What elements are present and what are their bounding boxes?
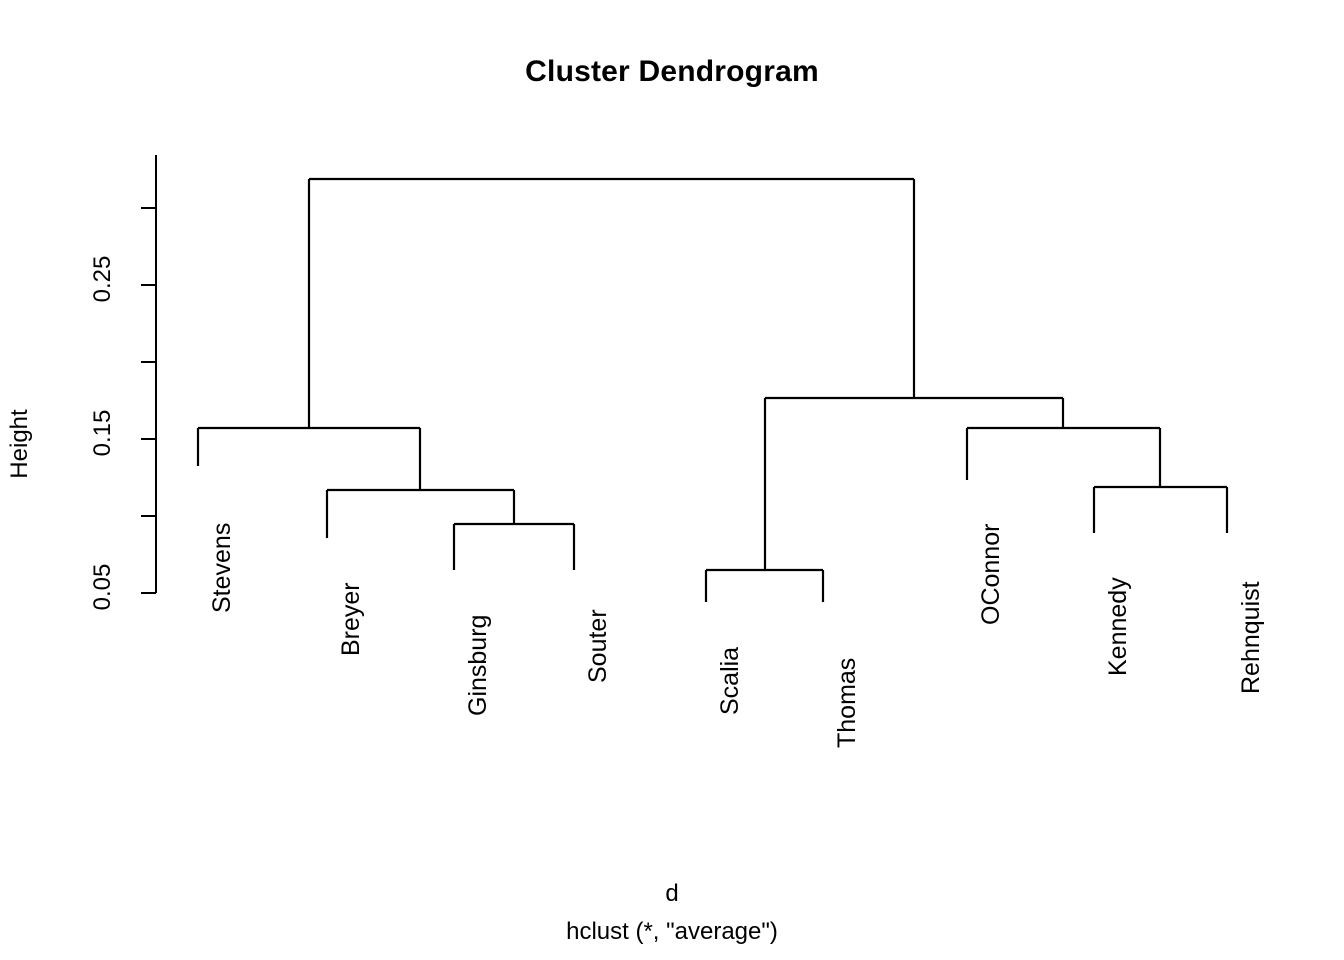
y-tick-label-0.05: 0.05 — [89, 563, 116, 611]
page-title: Cluster Dendrogram — [525, 55, 819, 88]
leaf-label-thomas: Thomas — [833, 657, 861, 748]
leaf-label-stevens: Stevens — [208, 522, 236, 613]
leaf-label-rehnquist: Rehnquist — [1237, 581, 1265, 694]
y-tick-label-0.15: 0.15 — [89, 409, 116, 457]
leaf-label-souter: Souter — [584, 609, 612, 683]
x-axis-label: d — [665, 880, 679, 907]
leaf-label-kennedy: Kennedy — [1104, 577, 1132, 676]
leaf-label-scalia: Scalia — [716, 646, 744, 715]
leaf-label-breyer: Breyer — [337, 582, 365, 656]
y-tick-label-0.25: 0.25 — [89, 255, 116, 303]
leaf-label-ginsburg: Ginsburg — [464, 614, 492, 716]
leaf-label-oconnor: OConnor — [977, 523, 1005, 625]
x-axis-sublabel: hclust (*, "average") — [566, 918, 778, 945]
